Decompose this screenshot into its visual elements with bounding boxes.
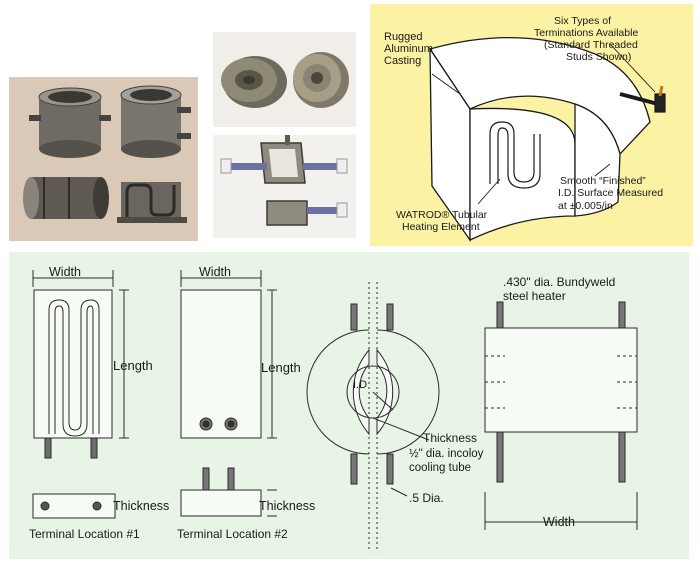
label-width-2: Width: [199, 265, 231, 279]
label-cooling-2: cooling tube: [409, 462, 471, 474]
termination-studs: [619, 85, 666, 113]
plate-heater-1-front: [32, 270, 129, 459]
label-bundy-2: steel heater: [503, 289, 566, 303]
casting-shape: [428, 37, 651, 243]
bundyweld-heater-drawing: [484, 301, 638, 530]
clamp-heaters-photo: [213, 135, 356, 238]
watrod-element: [489, 121, 541, 189]
dimension-drawings: Width Length Width Length Thickness Thic…: [9, 252, 689, 559]
label-length-1: Length: [113, 358, 153, 373]
label-term-3: (Standard Threaded: [544, 39, 638, 51]
clamp-heater-2: [266, 200, 348, 226]
label-cooling-1: ½" dia. incoloy: [409, 448, 484, 460]
ring-heater-drawing: [306, 282, 440, 552]
label-smooth-1: Smooth “Finished”: [560, 175, 646, 187]
clamp-heater-1: [220, 135, 348, 184]
cutaway-illustration: Rugged Aluminum Casting Six Types of Ter…: [370, 4, 693, 246]
cutaway-leaders: [431, 43, 656, 205]
label-casting-2: Aluminum: [384, 43, 433, 55]
label-term-2: Terminations Available: [534, 27, 638, 39]
label-term-4: Studs Shown): [566, 51, 631, 63]
plate-heater-2-front: [180, 270, 277, 439]
ring-heater-2: [120, 85, 191, 158]
disk-heaters-photo: [213, 32, 356, 127]
split-heater: [23, 177, 109, 219]
label-casting-3: Casting: [384, 55, 421, 67]
terminal-location-2: [180, 467, 277, 517]
disk-heater-2: [293, 52, 349, 108]
label-watrod-2: Heating Element: [402, 221, 480, 233]
label-thickness-1: Thickness: [113, 499, 169, 513]
label-casting-1: Rugged: [384, 31, 423, 43]
label-width-3: Width: [543, 515, 575, 529]
label-bundy-1: .430" dia. Bundyweld: [503, 275, 615, 289]
label-width-1: Width: [49, 265, 81, 279]
label-smooth-3: at ±0.005/in: [558, 200, 613, 212]
label-terminal-2: Terminal Location #2: [177, 527, 288, 541]
ring-heater-1: [29, 87, 111, 158]
label-thickness-3: Thickness: [423, 431, 477, 445]
label-dia: .5 Dia.: [409, 491, 444, 505]
terminal-location-1: [32, 493, 116, 519]
plate-heater: [117, 182, 187, 223]
label-terminal-1: Terminal Location #1: [29, 527, 140, 541]
disk-heater-1: [221, 56, 287, 108]
label-id: I.D: [353, 379, 367, 391]
label-term-1: Six Types of: [554, 15, 611, 27]
label-watrod-1: WATROD® Tubular: [396, 209, 488, 221]
band-heaters-photo: [9, 77, 198, 241]
label-thickness-2: Thickness: [259, 499, 315, 513]
label-smooth-2: I.D. Surface Measured: [558, 187, 663, 199]
label-length-2: Length: [261, 360, 301, 375]
